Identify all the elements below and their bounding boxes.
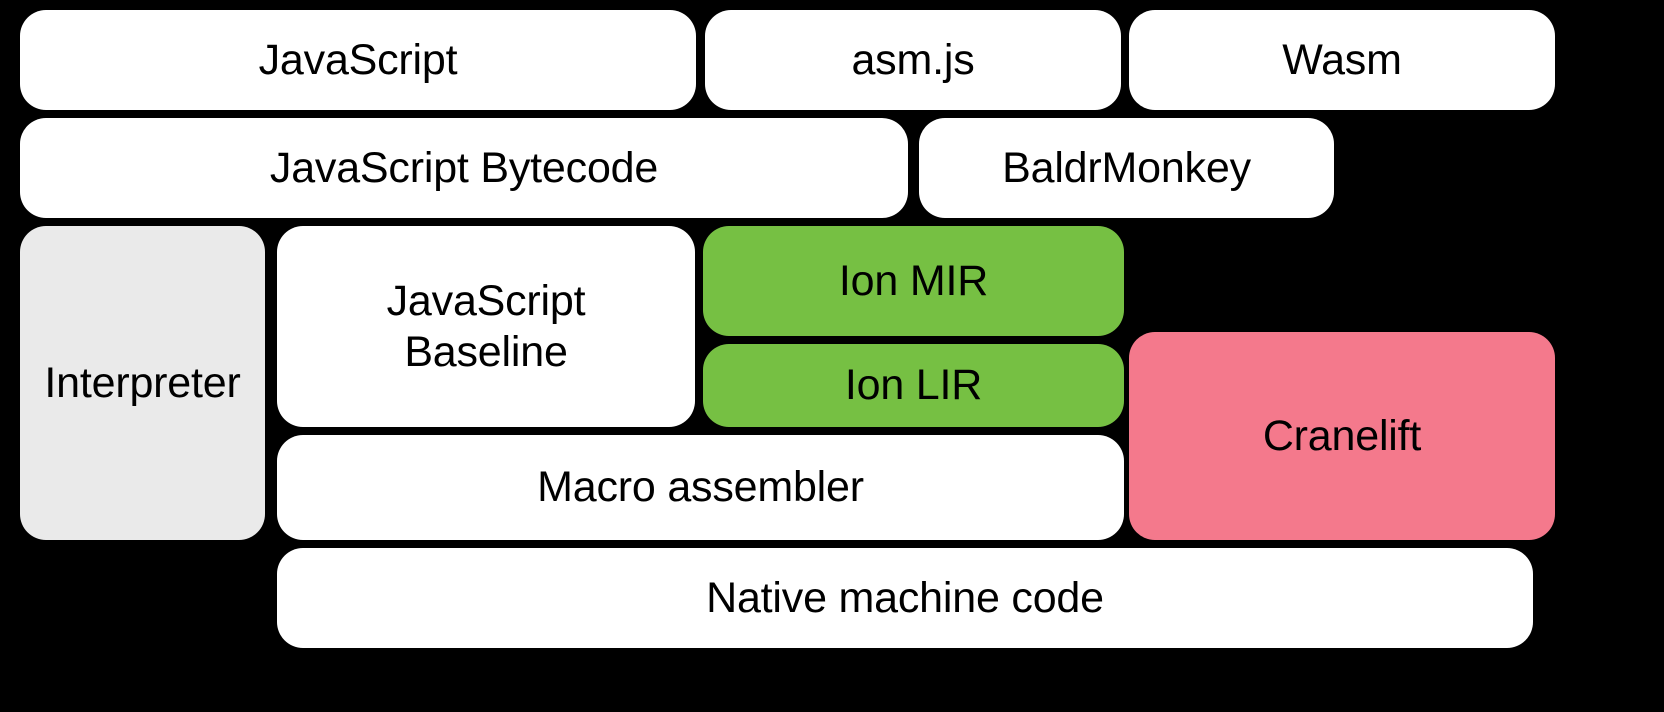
block-interpreter[interactable]: Interpreter (20, 226, 265, 540)
block-asm-js[interactable]: asm.js (705, 10, 1121, 110)
block-baldrmonkey[interactable]: BaldrMonkey (919, 118, 1334, 218)
block-native-machine-code[interactable]: Native machine code (277, 548, 1533, 648)
block-ion-lir[interactable]: Ion LIR (703, 344, 1124, 427)
block-javascript-bytecode[interactable]: JavaScript Bytecode (20, 118, 908, 218)
block-javascript[interactable]: JavaScript (20, 10, 696, 110)
block-javascript-baseline[interactable]: JavaScript Baseline (277, 226, 695, 427)
block-wasm[interactable]: Wasm (1129, 10, 1555, 110)
block-cranelift[interactable]: Cranelift (1129, 332, 1555, 540)
block-ion-mir[interactable]: Ion MIR (703, 226, 1124, 336)
block-macro-assembler[interactable]: Macro assembler (277, 435, 1124, 540)
